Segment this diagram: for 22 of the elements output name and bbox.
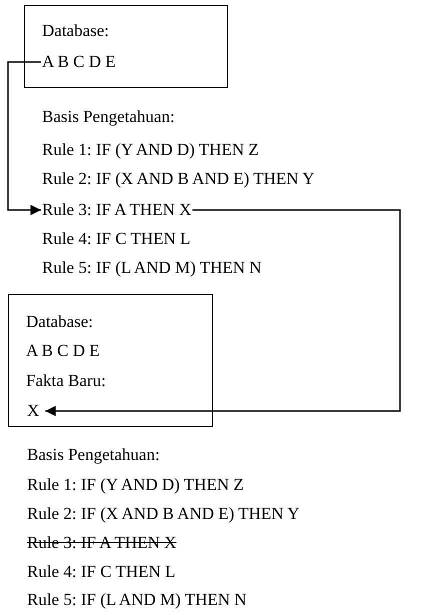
- box-text: A B C D E: [26, 341, 100, 361]
- label-text: Basis Pengetahuan:: [42, 107, 175, 127]
- node-text: X: [27, 401, 40, 421]
- database-box: [8, 294, 213, 427]
- arrow: [7, 61, 41, 216]
- label-text: Rule 2: IF (X AND B AND E) THEN Y: [42, 169, 314, 189]
- label-text: Rule 5: IF (L AND M) THEN N: [27, 590, 247, 610]
- label-text: Rule 2: IF (X AND B AND E) THEN Y: [27, 504, 300, 524]
- box-text: Database:: [26, 312, 94, 332]
- label-text: Basis Pengetahuan:: [27, 445, 160, 465]
- box-text: Fakta Baru:: [26, 371, 106, 391]
- label-text: Rule 5: IF (L AND M) THEN N: [42, 258, 262, 278]
- label-text: Rule 1: IF (Y AND D) THEN Z: [42, 140, 259, 160]
- arrow: [45, 209, 401, 416]
- node-text: A B C D E: [42, 52, 116, 72]
- label-text: Rule 1: IF (Y AND D) THEN Z: [27, 475, 244, 495]
- label-text: Rule 4: IF C THEN L: [27, 562, 176, 582]
- node-text: Rule 3: IF A THEN X: [42, 200, 192, 220]
- database-box: [24, 5, 228, 88]
- label-text: Rule 4: IF C THEN L: [42, 229, 190, 249]
- struck-rule-text: Rule 3: IF A THEN X: [27, 533, 176, 553]
- box-text: Database:: [42, 21, 110, 41]
